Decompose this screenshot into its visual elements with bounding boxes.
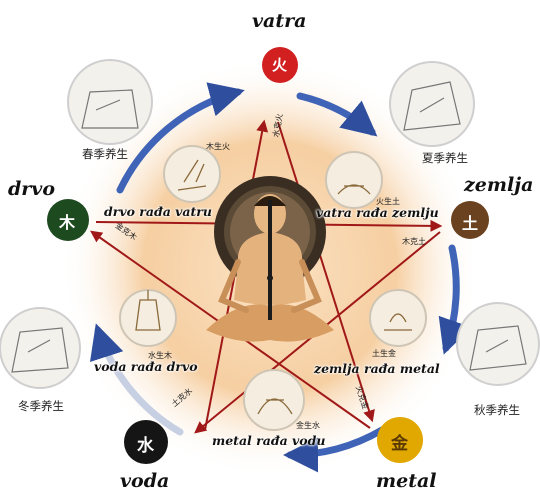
central-emblem (206, 176, 334, 342)
spring-illustration (67, 59, 153, 145)
label-wood-ke-earth: 木克土 (402, 237, 426, 246)
fire-element-name: vatra (252, 10, 307, 32)
fire-glyph: 火 (272, 56, 288, 74)
winter-illustration (0, 307, 81, 389)
wood-element-name: drvo (8, 178, 56, 200)
metal-medallion (377, 417, 423, 463)
water-medallion (124, 420, 168, 464)
winter-caption: 冬季养生 (18, 399, 64, 413)
metal-glyph: 金 (391, 434, 408, 454)
spring-caption: 春季养生 (82, 147, 128, 161)
cycle-label-earth-metal: zemlja rađa metal (314, 361, 440, 376)
wood-glyph: 木 (59, 213, 76, 232)
summer-illustration (389, 61, 475, 147)
cycle-label-wood-fire: drvo rađa vatru (104, 204, 212, 219)
cycle-label-fire-earth: vatra rađa zemlju (316, 205, 439, 220)
fire-medallion (262, 47, 298, 83)
wood-fire-illustration (163, 145, 221, 203)
earth-medallion (451, 201, 489, 239)
metal-element-name: metal (376, 470, 437, 492)
ring-arc-fire-earth (296, 92, 378, 137)
earth-glyph: 土 (462, 214, 479, 233)
fire-earth-illustration (325, 151, 383, 209)
cycle-label-water-wood: voda rađa drvo (94, 359, 198, 374)
outer-cycle-ring (90, 82, 472, 473)
ring-arc-metal-water (283, 426, 386, 473)
autumn-caption: 秋季养生 (474, 403, 520, 417)
inner-illustrations (119, 145, 427, 431)
wood-medallion (47, 199, 89, 241)
ring-arc-wood-fire (116, 82, 245, 194)
water-glyph: 水 (137, 436, 154, 456)
label-wood-sheng-fire: 木生火 (206, 142, 230, 151)
label-water-sheng-wood: 水生木 (148, 351, 172, 360)
ring-arc-water-wood (90, 323, 184, 436)
meditating-figure (206, 194, 334, 342)
water-element-name: voda (120, 470, 170, 492)
earth-metal-illustration (369, 289, 427, 347)
element-medallions (47, 47, 489, 464)
ring-arc-earth-metal (438, 244, 472, 355)
cycle-label-metal-water: metal rađa vodu (212, 433, 326, 448)
label-fire-sheng-earth: 火生土 (376, 197, 400, 206)
autumn-illustration (456, 302, 540, 386)
label-earth-sheng-metal: 土生金 (372, 349, 396, 358)
summer-caption: 夏季养生 (422, 151, 468, 165)
earth-element-name: zemlja (464, 174, 534, 196)
label-metal-sheng-water: 金生水 (296, 421, 320, 430)
arrow-fire-metal (277, 121, 375, 423)
